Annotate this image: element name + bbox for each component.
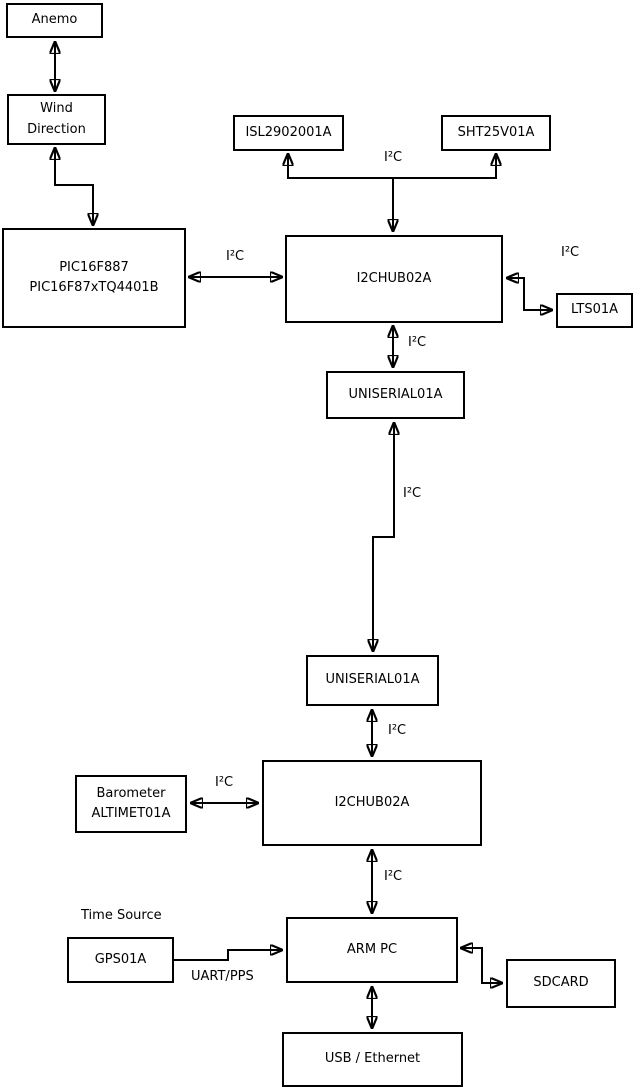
block-sdcard: SDCARD	[506, 959, 616, 1008]
block-arm-pc-label: ARM PC	[346, 941, 398, 957]
edge-label-i2c-barometer-hub: I²C	[215, 775, 234, 790]
block-i2chub-lower-label: I2CHUB02A	[334, 794, 410, 810]
block-pic-label-line1: PIC16F887	[59, 259, 129, 275]
edge-label-i2c-sensor-branch: I²C	[384, 150, 403, 165]
block-wind-direction: Wind Direction	[7, 94, 106, 145]
block-wind-direction-label-line1: Wind	[40, 101, 73, 117]
block-isl2902001a-label: ISL2902001A	[245, 124, 332, 140]
block-lts01a: LTS01A	[556, 293, 633, 328]
block-pic-label-line2: PIC16F87xTQ4401B	[29, 280, 159, 295]
block-sht25v01a: SHT25V01A	[441, 115, 551, 151]
block-isl2902001a: ISL2902001A	[233, 115, 344, 151]
edge-label-uart-pps: UART/PPS	[191, 969, 254, 984]
edge-sensor-branch-sht	[393, 153, 496, 179]
edge-label-i2c-uniserial-link: I²C	[403, 486, 422, 501]
edge-sensor-branch-isl	[288, 153, 393, 179]
edge-label-i2c-hub-armpc: I²C	[384, 869, 403, 884]
edge-label-i2c-uniserial-hub-lower: I²C	[388, 723, 407, 738]
edge-label-i2c-hub-uniserial-upper: I²C	[408, 335, 427, 350]
edge-uniserial-upper-uniserial-lower	[373, 422, 394, 652]
block-usb-ethernet-label: USB / Ethernet	[324, 1051, 421, 1067]
block-gps01a: GPS01A	[67, 937, 174, 983]
block-barometer-label-line2: ALTIMET01A	[91, 806, 171, 821]
block-barometer: Barometer ALTIMET01A	[75, 775, 187, 833]
edge-label-i2c-hub-lts: I²C	[561, 245, 580, 260]
block-gps01a-label: GPS01A	[94, 951, 147, 967]
block-uniserial-lower-label: UNISERIAL01A	[325, 672, 420, 688]
block-i2chub-upper: I2CHUB02A	[285, 235, 503, 323]
edge-i2chub-upper-lts	[506, 278, 553, 310]
edge-wind-direction-pic	[55, 147, 93, 226]
block-barometer-label-line1: Barometer	[96, 785, 166, 801]
block-i2chub-upper-label: I2CHUB02A	[356, 270, 432, 286]
block-arm-pc: ARM PC	[286, 917, 458, 983]
block-uniserial-upper-label: UNISERIAL01A	[348, 386, 443, 402]
block-anemo: Anemo	[6, 3, 103, 38]
block-i2chub-lower: I2CHUB02A	[262, 760, 482, 846]
edge-label-i2c-pic-hub: I²C	[226, 249, 245, 264]
block-usb-ethernet: USB / Ethernet	[282, 1032, 463, 1087]
block-uniserial-lower: UNISERIAL01A	[306, 655, 439, 706]
block-sht25v01a-label: SHT25V01A	[457, 124, 535, 140]
edge-label-time-source: Time Source	[81, 908, 162, 923]
edge-armpc-sdcard	[460, 948, 503, 983]
block-sdcard-label: SDCARD	[533, 975, 589, 991]
block-lts01a-label: LTS01A	[570, 302, 619, 318]
edge-gps-armpc	[174, 950, 283, 961]
block-pic: PIC16F887 PIC16F87xTQ4401B	[2, 228, 186, 328]
block-wind-direction-label-line2: Direction	[27, 121, 86, 137]
block-anemo-label: Anemo	[31, 12, 78, 28]
block-uniserial-upper: UNISERIAL01A	[326, 371, 465, 419]
